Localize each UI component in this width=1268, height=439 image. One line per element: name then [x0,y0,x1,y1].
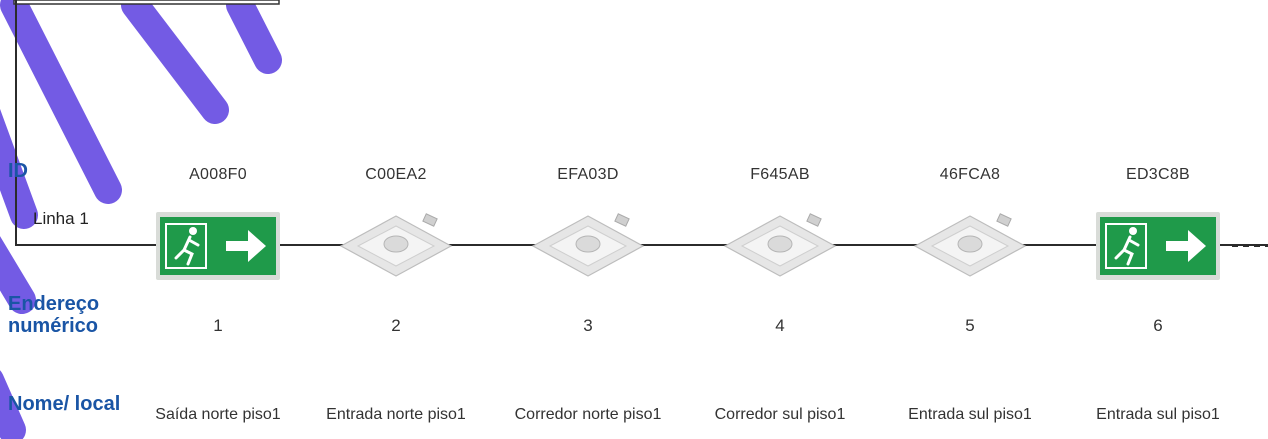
device-name: Entrada sul piso1 [908,406,1032,423]
device-name: Entrada norte piso1 [326,406,466,423]
row-label-address: Endereço numérico [8,293,100,337]
ceiling-light-icon [339,213,453,277]
exit-sign-icon [156,212,280,280]
device-address: 3 [583,316,593,335]
device-id: C00EA2 [365,166,427,183]
device-id: ED3C8B [1125,166,1191,183]
device-id: 46FCA8 [939,166,1001,183]
row-label-id: ID [8,160,28,182]
device-id: A008F0 [189,166,247,183]
ceiling-light-icon [531,213,645,277]
device-name: Corredor sul piso1 [714,406,846,423]
device-name: Entrada sul piso1 [1096,406,1220,423]
device-address: 5 [965,316,975,335]
device-address: 6 [1153,316,1163,335]
ceiling-light-icon [723,213,837,277]
ceiling-light-icon [913,213,1027,277]
device-id: F645AB [750,166,810,183]
line-label: Linha 1 [33,209,89,228]
row-label-name: Nome/ local [8,393,121,415]
device-name: Corredor norte piso1 [514,406,662,423]
device-address: 4 [775,316,785,335]
device-name: Saída norte piso1 [155,406,281,423]
exit-sign-icon [1096,212,1220,280]
device-address: 2 [391,316,401,335]
device-id: EFA03D [557,166,619,183]
device-address: 1 [213,316,223,335]
